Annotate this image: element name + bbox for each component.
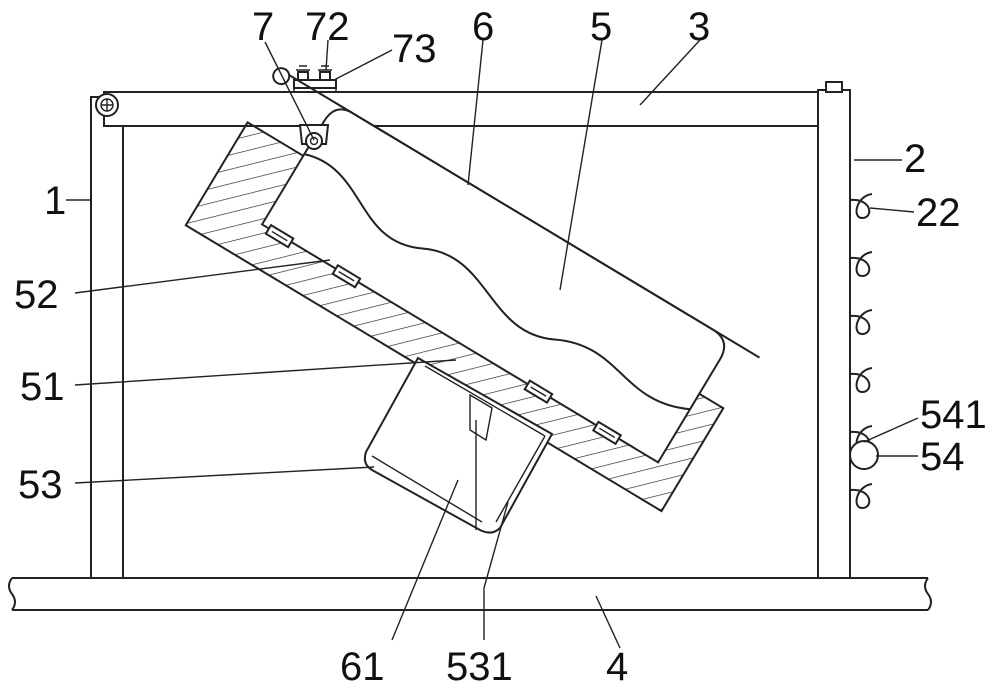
label-61: 61 (340, 645, 385, 689)
label-51: 51 (20, 365, 65, 409)
label-52: 52 (14, 273, 59, 317)
label-7: 7 (252, 5, 274, 49)
label-6: 6 (472, 5, 494, 49)
label-73: 73 (392, 27, 437, 71)
label-22: 22 (916, 191, 961, 235)
bolt-assembly (293, 65, 337, 93)
left-hinge-icon (95, 93, 119, 117)
label-5: 5 (590, 5, 612, 49)
label-54: 54 (920, 435, 965, 479)
trough-body (260, 101, 726, 464)
label-1: 1 (44, 179, 66, 223)
label-53: 53 (18, 463, 63, 507)
leader-lines (66, 39, 919, 649)
label-541: 541 (920, 393, 987, 437)
reference-labels: 7 72 73 6 5 3 2 1 22 52 51 541 54 53 61 … (14, 5, 987, 689)
label-3: 3 (688, 5, 710, 49)
label-2: 2 (904, 137, 926, 181)
pivot-hinge-icon (298, 124, 330, 150)
lower-bucket (363, 356, 554, 534)
tilted-assembly (184, 67, 761, 513)
label-4: 4 (606, 645, 628, 689)
base-plate (8, 577, 932, 611)
label-72: 72 (305, 5, 350, 49)
label-531: 531 (446, 645, 513, 689)
left-post (90, 96, 124, 579)
top-bar (103, 81, 851, 579)
hook-set (849, 193, 879, 510)
